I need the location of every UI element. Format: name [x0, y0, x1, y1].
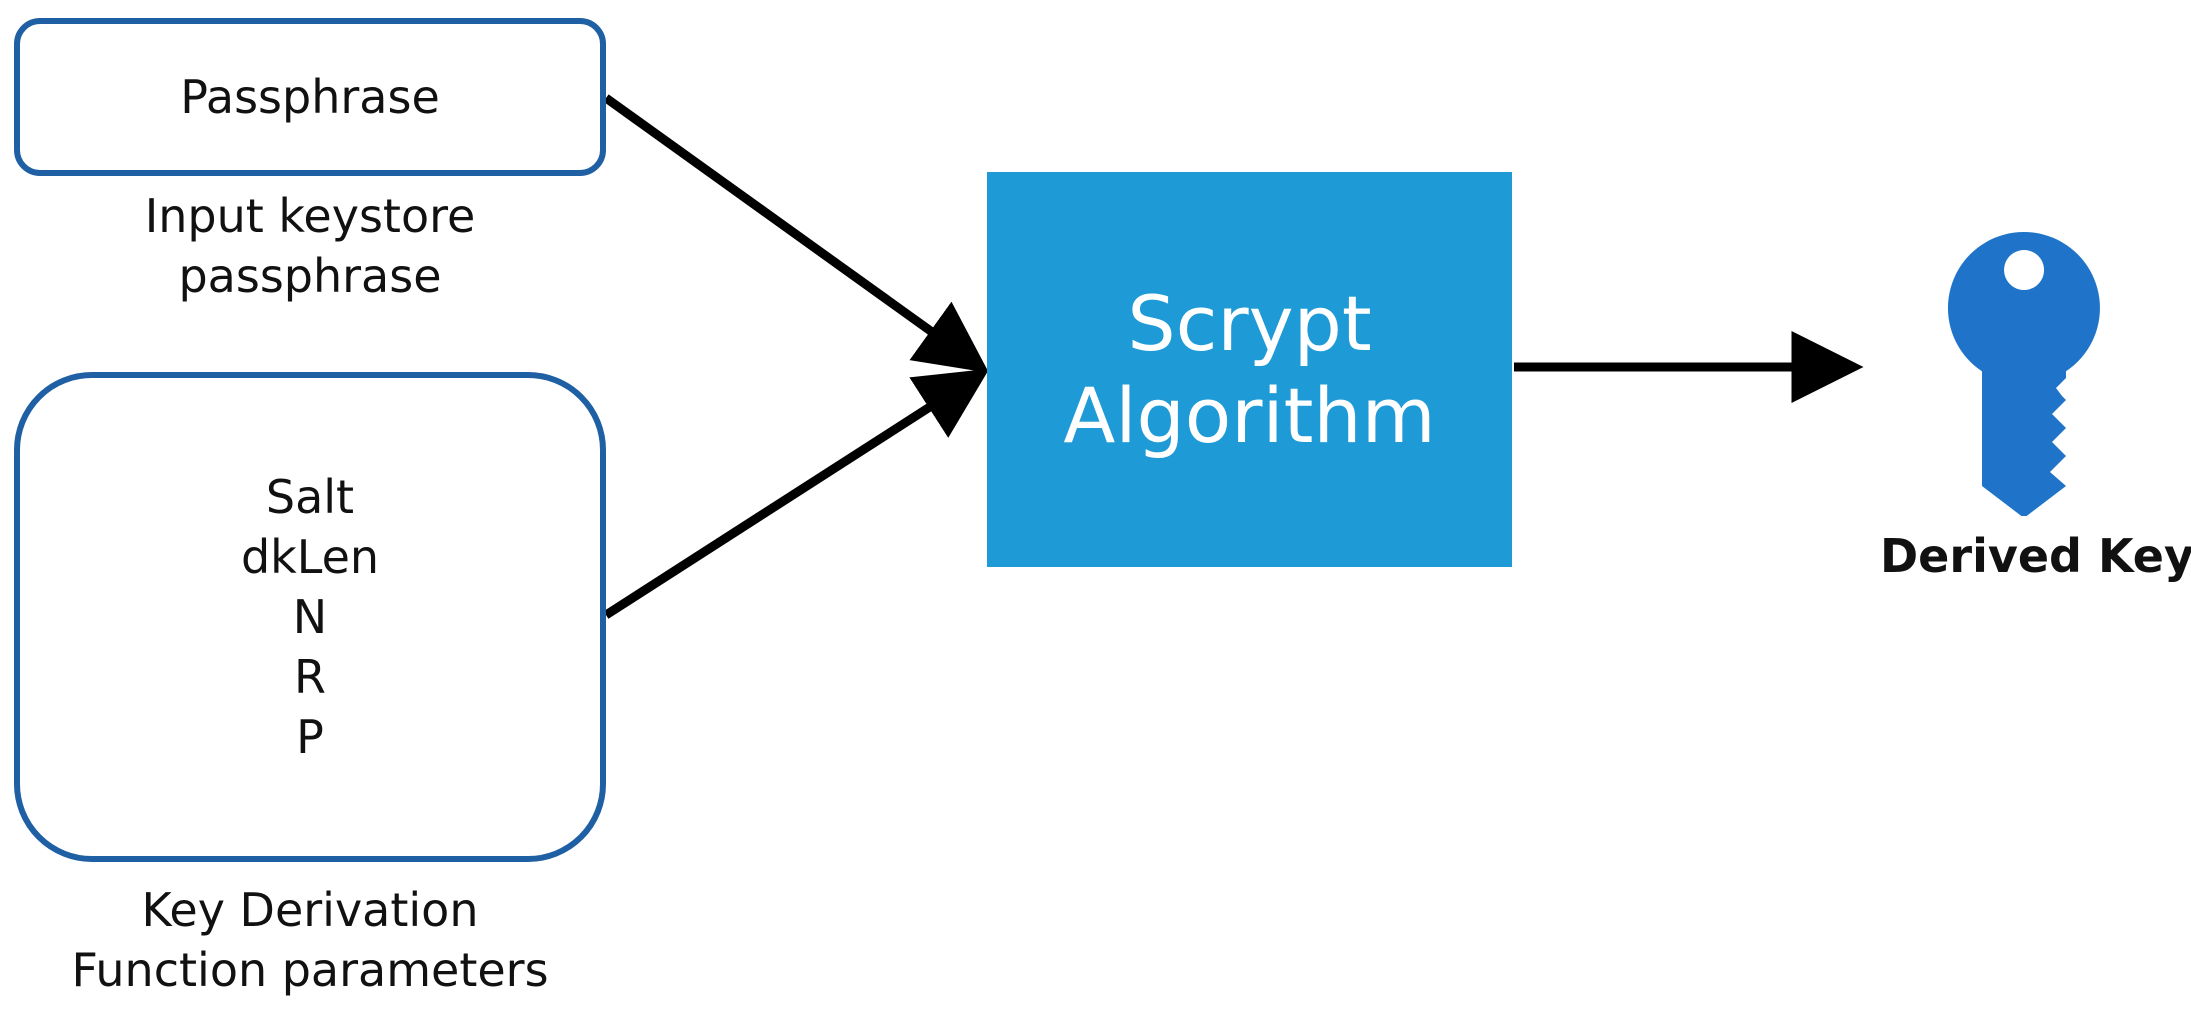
arrow-passphrase-to-scrypt	[603, 94, 989, 373]
derived-key-label: Derived Key	[1880, 529, 2191, 583]
kdf-params-caption-line2: Function parameters	[71, 943, 549, 997]
kdf-param-item: Salt	[265, 470, 355, 524]
scrypt-algorithm-box: Scrypt Algorithm	[987, 172, 1512, 567]
passphrase-label: Passphrase	[180, 70, 440, 124]
kdf-param-list: Salt dkLen N R P	[241, 467, 379, 767]
arrow-params-to-scrypt	[603, 368, 990, 619]
passphrase-caption-line1: Input keystore	[144, 189, 476, 243]
kdf-param-item: P	[296, 710, 324, 764]
scrypt-algorithm-label: Scrypt Algorithm	[1063, 278, 1435, 462]
kdf-params-caption: Key Derivation Function parameters	[14, 880, 606, 1000]
key-icon	[1947, 232, 2100, 516]
passphrase-caption-line2: passphrase	[178, 249, 442, 303]
passphrase-caption: Input keystore passphrase	[14, 186, 606, 306]
scrypt-label-line2: Algorithm	[1063, 370, 1436, 460]
kdf-params-box: Salt dkLen N R P	[14, 372, 606, 862]
kdf-params-caption-line1: Key Derivation	[141, 883, 479, 937]
kdf-param-item: R	[294, 650, 326, 704]
passphrase-box: Passphrase	[14, 18, 606, 176]
kdf-param-item: N	[292, 590, 328, 644]
scrypt-label-line1: Scrypt	[1127, 278, 1372, 368]
kdf-param-item: dkLen	[240, 530, 380, 584]
